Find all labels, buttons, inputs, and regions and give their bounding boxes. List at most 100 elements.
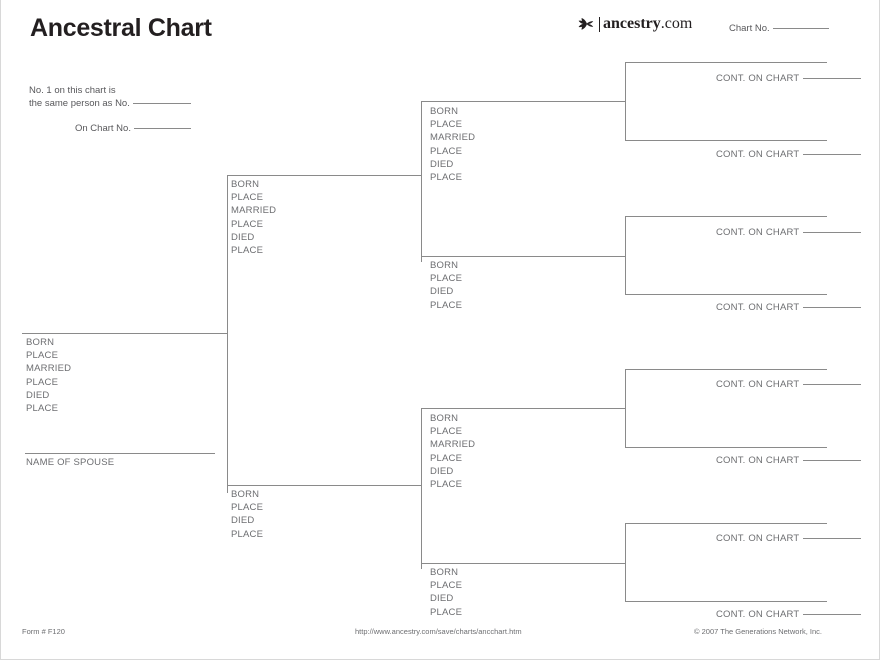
connector-pgm-to-great-grandparents <box>612 256 626 257</box>
cont-on-chart-blank[interactable] <box>803 538 862 539</box>
instructions-block: No. 1 on this chart is the same person a… <box>29 84 191 110</box>
field-place: PLACE <box>430 580 463 592</box>
field-married: MARRIED <box>430 439 476 451</box>
field-place: PLACE <box>430 172 463 184</box>
gen3-maternal-bracket-spine <box>421 408 422 569</box>
field-died: DIED <box>430 286 454 298</box>
field-died: DIED <box>430 465 454 477</box>
great-grandparent-8-rule <box>625 601 827 602</box>
field-born: BORN <box>430 106 459 117</box>
field-place: PLACE <box>430 145 463 157</box>
maternal-grandmother-fields: BORN PLACE DIED PLACE <box>430 566 462 619</box>
field-place: PLACE <box>26 350 59 362</box>
field-place: PLACE <box>231 502 264 514</box>
cont-on-chart-blank[interactable] <box>803 384 862 385</box>
field-place: PLACE <box>430 119 463 131</box>
great-grandparent-4-cont[interactable]: CONT. ON CHART <box>716 302 862 313</box>
great-grandparent-4-rule <box>625 294 827 295</box>
gen4-bracket-spine-2 <box>625 216 626 294</box>
logo-divider <box>599 16 600 32</box>
maternal-grandfather-name-rule <box>421 408 626 409</box>
cont-on-chart-blank[interactable] <box>803 232 862 233</box>
on-chart-no-field[interactable]: On Chart No. <box>75 123 191 134</box>
cont-on-chart-blank[interactable] <box>803 614 862 615</box>
ancestry-leaf-icon <box>576 15 598 33</box>
field-place: PLACE <box>430 452 463 464</box>
cont-on-chart-label: CONT. ON CHART <box>716 609 800 620</box>
connector-mother-to-grandparents <box>408 485 422 486</box>
connector-mgf-to-great-grandparents <box>612 408 626 409</box>
field-born: BORN <box>231 489 260 500</box>
great-grandparent-1-cont[interactable]: CONT. ON CHART <box>716 73 862 84</box>
page-title: Ancestral Chart <box>30 14 212 42</box>
great-grandparent-7-rule <box>625 523 827 524</box>
field-born: BORN <box>231 179 260 190</box>
instructions-line-2: the same person as No. <box>29 97 191 110</box>
connector-mgm-to-great-grandparents <box>612 563 626 564</box>
paternal-grandmother-name-rule <box>421 256 626 257</box>
great-grandparent-2-rule <box>625 140 827 141</box>
spouse-label: NAME OF SPOUSE <box>26 457 115 468</box>
cont-on-chart-label: CONT. ON CHART <box>716 533 800 544</box>
instructions-line-1: No. 1 on this chart is <box>29 85 116 96</box>
field-place: PLACE <box>430 606 463 618</box>
footer-url[interactable]: http://www.ancestry.com/save/charts/ancc… <box>355 627 522 636</box>
footer-form-number: Form # F120 <box>22 627 65 636</box>
field-place: PLACE <box>231 528 264 540</box>
same-person-as-no-blank[interactable] <box>132 103 191 104</box>
great-grandparent-2-cont[interactable]: CONT. ON CHART <box>716 149 862 160</box>
great-grandparent-7-cont[interactable]: CONT. ON CHART <box>716 533 862 544</box>
instructions-line-2-text: the same person as No. <box>29 98 130 109</box>
logo-name-light: .com <box>660 15 693 32</box>
great-grandparent-6-cont[interactable]: CONT. ON CHART <box>716 455 862 466</box>
great-grandparent-5-cont[interactable]: CONT. ON CHART <box>716 379 862 390</box>
cont-on-chart-blank[interactable] <box>803 154 862 155</box>
field-place: PLACE <box>430 273 463 285</box>
paternal-grandfather-fields: BORN PLACE MARRIED PLACE DIED PLACE <box>430 105 475 184</box>
field-place: PLACE <box>26 403 59 415</box>
subject-name-rule <box>22 333 227 334</box>
gen2-bracket-spine <box>227 175 228 493</box>
on-chart-no-blank[interactable] <box>133 128 191 129</box>
mother-name-rule <box>227 485 421 486</box>
great-grandparent-1-rule <box>625 62 827 63</box>
great-grandparent-3-cont[interactable]: CONT. ON CHART <box>716 227 862 238</box>
cont-on-chart-label: CONT. ON CHART <box>716 73 800 84</box>
gen4-bracket-spine-3 <box>625 369 626 447</box>
gen4-bracket-spine-4 <box>625 523 626 601</box>
field-born: BORN <box>430 260 459 271</box>
gen3-paternal-bracket-spine <box>421 101 422 262</box>
great-grandparent-5-rule <box>625 369 827 370</box>
chart-number-field[interactable]: Chart No. <box>729 23 829 34</box>
field-died: DIED <box>26 389 50 401</box>
maternal-grandmother-name-rule <box>421 563 626 564</box>
field-place: PLACE <box>26 376 59 388</box>
paternal-grandfather-name-rule <box>421 101 626 102</box>
field-born: BORN <box>430 567 459 578</box>
maternal-grandfather-fields: BORN PLACE MARRIED PLACE DIED PLACE <box>430 412 475 491</box>
cont-on-chart-blank[interactable] <box>803 307 862 308</box>
field-place: PLACE <box>430 299 463 311</box>
spouse-name-rule <box>25 453 215 454</box>
field-place: PLACE <box>430 479 463 491</box>
great-grandparent-3-rule <box>625 216 827 217</box>
footer-copyright: © 2007 The Generations Network, Inc. <box>694 627 822 636</box>
connector-pgf-to-great-grandparents <box>612 101 626 102</box>
field-born: BORN <box>26 337 55 348</box>
field-place: PLACE <box>231 218 264 230</box>
subject-fields: BORN PLACE MARRIED PLACE DIED PLACE <box>26 336 71 415</box>
field-died: DIED <box>231 231 255 243</box>
cont-on-chart-blank[interactable] <box>803 78 862 79</box>
mother-fields: BORN PLACE DIED PLACE <box>231 488 263 541</box>
field-place: PLACE <box>430 426 463 438</box>
field-married: MARRIED <box>430 132 476 144</box>
great-grandparent-6-rule <box>625 447 827 448</box>
field-born: BORN <box>430 413 459 424</box>
cont-on-chart-blank[interactable] <box>803 460 862 461</box>
chart-number-blank[interactable] <box>772 28 829 29</box>
logo-name-bold: ancestry <box>603 15 661 32</box>
on-chart-no-label: On Chart No. <box>75 123 131 134</box>
field-died: DIED <box>430 158 454 170</box>
great-grandparent-8-cont[interactable]: CONT. ON CHART <box>716 609 862 620</box>
